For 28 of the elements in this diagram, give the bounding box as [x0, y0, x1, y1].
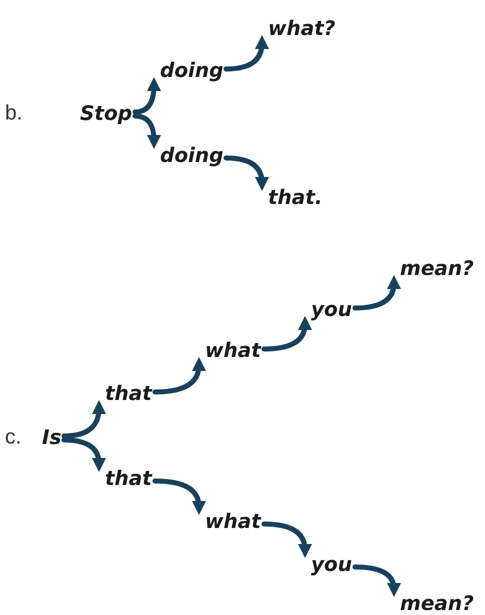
word: doing: [160, 59, 224, 81]
word: that: [105, 467, 152, 489]
word: Stop: [80, 102, 132, 124]
curved-arrow: [224, 35, 269, 72]
word: that: [105, 382, 152, 404]
word: mean?: [400, 257, 474, 279]
curved-arrow: [62, 400, 106, 438]
word: doing: [160, 144, 224, 166]
curved-arrow: [132, 77, 161, 114]
word: you: [311, 553, 352, 575]
word: what?: [268, 17, 336, 39]
curved-arrow: [352, 564, 401, 597]
curved-arrow: [262, 522, 312, 558]
word: mean?: [400, 592, 474, 614]
word: what: [205, 339, 261, 361]
curved-arrow: [152, 357, 206, 394]
curved-arrow: [224, 156, 269, 191]
word: Is: [42, 426, 62, 448]
word: what: [205, 510, 261, 532]
item-letter: b.: [5, 101, 23, 125]
curved-arrow: [152, 478, 206, 515]
word: that.: [268, 186, 322, 208]
curved-arrow: [132, 114, 161, 149]
word: you: [311, 298, 352, 320]
curved-arrow: [62, 438, 106, 472]
curved-arrow: [262, 316, 312, 352]
curved-arrow: [352, 275, 401, 310]
item-letter: c.: [5, 425, 22, 449]
